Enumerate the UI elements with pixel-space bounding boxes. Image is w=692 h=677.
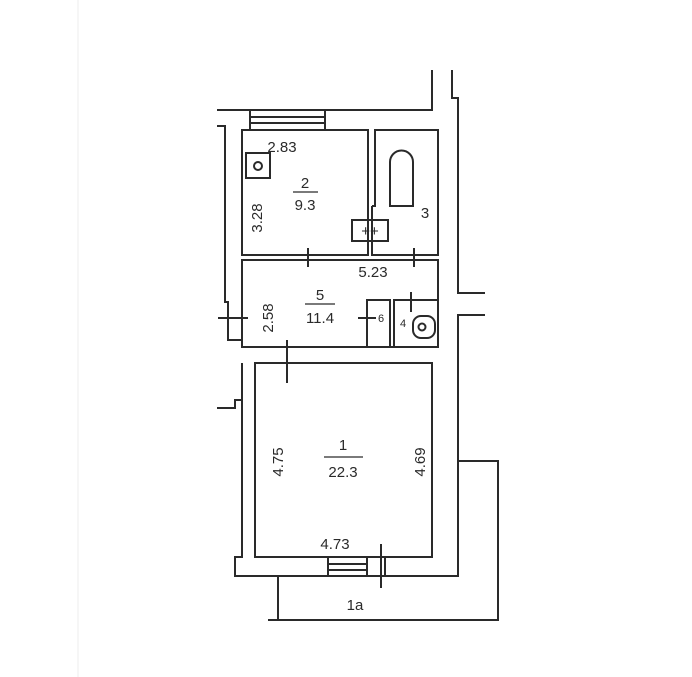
room-4 xyxy=(393,299,439,348)
room-2-area: 9.3 xyxy=(295,197,316,214)
svg-text:++: ++ xyxy=(361,223,379,240)
door-marks xyxy=(218,248,415,383)
room-1-right-length: 4.69 xyxy=(412,447,429,476)
labels: 2.83 2 9.3 3.28 3 5.23 5 11.4 2.58 6 4 1… xyxy=(249,139,429,614)
room-2-height: 3.28 xyxy=(249,203,266,232)
window-bottom xyxy=(327,544,386,588)
room-4-number: 4 xyxy=(400,318,406,330)
room-6 xyxy=(366,299,391,348)
room-1a-number: 1a xyxy=(347,597,364,614)
room-2-width: 2.83 xyxy=(267,139,296,156)
room-1-left-length: 4.75 xyxy=(270,447,287,476)
room-2 xyxy=(241,129,369,256)
room-6-number: 6 xyxy=(378,313,384,325)
room-3 xyxy=(371,129,439,256)
room-2-number: 2 xyxy=(301,175,309,192)
room-1-number: 1 xyxy=(339,437,347,454)
room-3-number: 3 xyxy=(421,205,429,222)
stove-icon xyxy=(245,152,271,179)
room-5-area: 11.4 xyxy=(306,310,334,327)
room-1-area: 22.3 xyxy=(328,464,357,481)
sink-icon: ++ xyxy=(351,219,389,242)
room-5-number: 5 xyxy=(316,287,324,304)
bathtub-icon xyxy=(389,149,414,207)
room-5-width: 5.23 xyxy=(358,264,387,281)
room-5-height: 2.58 xyxy=(260,303,277,332)
window-top xyxy=(249,109,326,131)
room-1 xyxy=(254,362,433,558)
room-1-width: 4.73 xyxy=(320,536,349,553)
toilet-icon xyxy=(412,315,436,339)
